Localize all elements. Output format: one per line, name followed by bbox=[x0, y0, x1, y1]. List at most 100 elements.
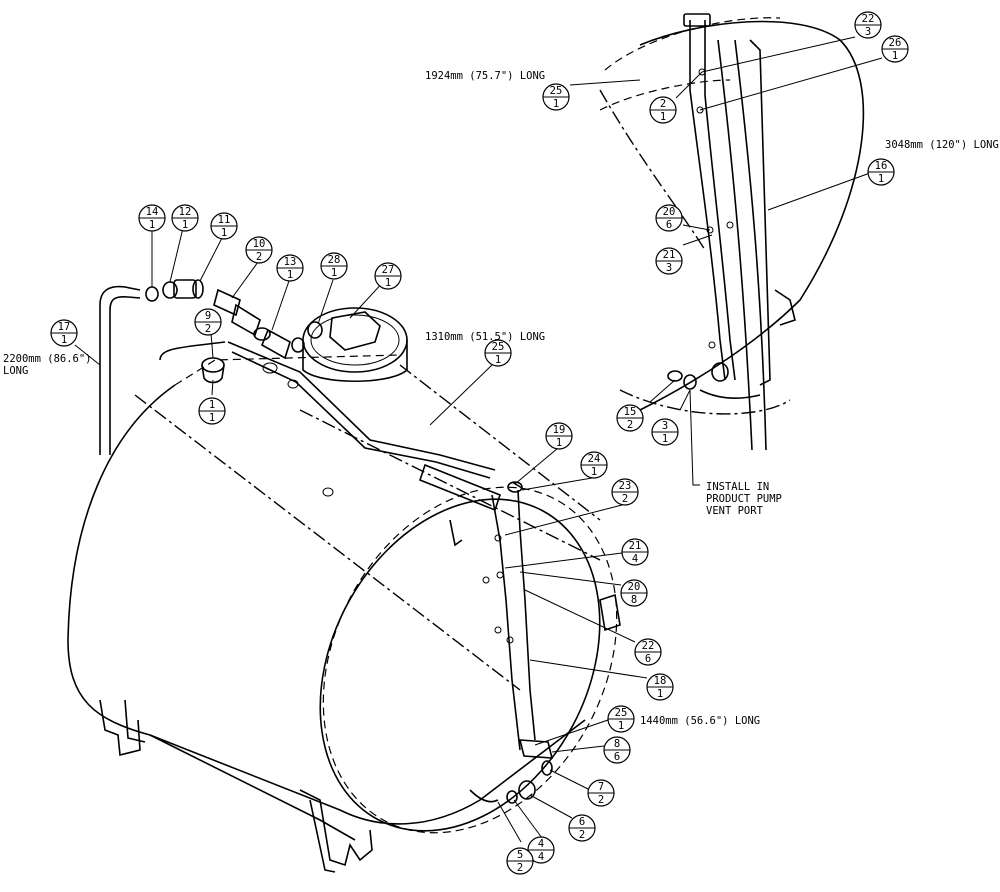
callout-20-main: 208 bbox=[620, 579, 648, 607]
svg-text:4: 4 bbox=[632, 553, 638, 565]
svg-text:7: 7 bbox=[598, 781, 604, 793]
svg-text:1: 1 bbox=[892, 50, 898, 62]
svg-text:19: 19 bbox=[553, 424, 566, 436]
svg-text:21: 21 bbox=[663, 249, 676, 261]
callout-4: 44 bbox=[527, 836, 555, 864]
callout-13: 131 bbox=[276, 254, 304, 282]
svg-text:22: 22 bbox=[862, 13, 875, 25]
svg-text:18: 18 bbox=[654, 675, 667, 687]
svg-text:17: 17 bbox=[58, 321, 71, 333]
callout-25-low: 251 bbox=[607, 705, 635, 733]
svg-text:5: 5 bbox=[517, 849, 523, 861]
svg-text:13: 13 bbox=[284, 256, 297, 268]
hose-18-bracket bbox=[419, 463, 554, 804]
svg-text:3: 3 bbox=[865, 26, 871, 38]
svg-text:6: 6 bbox=[614, 751, 620, 763]
svg-text:11: 11 bbox=[218, 214, 231, 226]
svg-text:2: 2 bbox=[517, 862, 523, 874]
callout-8: 86 bbox=[603, 736, 631, 764]
svg-text:14: 14 bbox=[146, 206, 159, 218]
callout-7: 72 bbox=[587, 779, 615, 807]
svg-text:2: 2 bbox=[622, 493, 628, 505]
install-note-line1: INSTALL IN bbox=[706, 481, 769, 493]
callout-25-mid: 251 bbox=[484, 339, 512, 367]
callout-6: 62 bbox=[568, 814, 596, 842]
svg-text:1: 1 bbox=[553, 98, 559, 110]
svg-text:24: 24 bbox=[588, 453, 601, 465]
svg-text:25: 25 bbox=[550, 85, 563, 97]
svg-text:23: 23 bbox=[619, 480, 632, 492]
svg-text:9: 9 bbox=[205, 310, 211, 322]
svg-text:22: 22 bbox=[642, 640, 655, 652]
svg-text:6: 6 bbox=[579, 816, 585, 828]
callout-leaders bbox=[74, 36, 883, 843]
dim-hose-16: 3048mm (120") LONG bbox=[885, 139, 999, 151]
dim-hose-17-line2: LONG bbox=[3, 365, 28, 377]
callout-17: 171 bbox=[50, 319, 78, 347]
svg-text:2: 2 bbox=[660, 98, 666, 110]
svg-text:1: 1 bbox=[556, 437, 562, 449]
main-tank bbox=[67, 307, 621, 873]
dim-hose-25-top: 1924mm (75.7") LONG bbox=[425, 70, 545, 82]
callout-15: 152 bbox=[616, 404, 644, 432]
svg-text:1: 1 bbox=[182, 219, 188, 231]
svg-text:2: 2 bbox=[579, 829, 585, 841]
svg-text:6: 6 bbox=[666, 219, 672, 231]
dim-hose-25-low: 1440mm (56.6") LONG bbox=[640, 715, 760, 727]
svg-text:4: 4 bbox=[538, 851, 544, 863]
svg-text:1: 1 bbox=[149, 219, 155, 231]
svg-text:1: 1 bbox=[660, 111, 666, 123]
svg-text:16: 16 bbox=[875, 160, 888, 172]
svg-text:2: 2 bbox=[256, 251, 262, 263]
detail-view bbox=[599, 13, 865, 486]
svg-text:1: 1 bbox=[209, 412, 215, 424]
svg-text:15: 15 bbox=[624, 406, 637, 418]
callout-22-main: 226 bbox=[634, 638, 662, 666]
svg-text:1: 1 bbox=[385, 277, 391, 289]
svg-text:3: 3 bbox=[666, 262, 672, 274]
dim-hose-17-line1: 2200mm (86.6") bbox=[3, 353, 92, 365]
callout-5: 52 bbox=[506, 847, 534, 875]
svg-text:1: 1 bbox=[618, 720, 624, 732]
svg-text:1: 1 bbox=[662, 433, 668, 445]
callout-26: 261 bbox=[881, 35, 909, 63]
svg-text:2: 2 bbox=[205, 323, 211, 335]
callout-20-detail: 206 bbox=[655, 204, 683, 232]
callout-9: 92 bbox=[194, 308, 222, 336]
svg-text:1: 1 bbox=[61, 334, 67, 346]
install-note-line3: VENT PORT bbox=[706, 505, 764, 517]
callout-24: 241 bbox=[580, 451, 608, 479]
callout-2: 21 bbox=[649, 96, 677, 124]
callout-21-main: 214 bbox=[621, 538, 649, 566]
top-fittings bbox=[145, 279, 323, 360]
svg-text:2: 2 bbox=[598, 794, 604, 806]
svg-text:28: 28 bbox=[328, 254, 341, 266]
callout-25-top: 251 bbox=[542, 83, 570, 111]
svg-text:12: 12 bbox=[179, 206, 192, 218]
callout-21-detail: 213 bbox=[655, 247, 683, 275]
svg-text:27: 27 bbox=[382, 264, 395, 276]
callout-14: 141 bbox=[138, 204, 166, 232]
svg-text:8: 8 bbox=[614, 738, 620, 750]
callout-19: 191 bbox=[545, 422, 573, 450]
callout-18: 181 bbox=[646, 673, 674, 701]
svg-text:20: 20 bbox=[628, 581, 641, 593]
hose-25-main bbox=[159, 341, 496, 479]
svg-text:3: 3 bbox=[662, 420, 668, 432]
svg-text:25: 25 bbox=[615, 707, 628, 719]
callout-bubbles: 141 121 111 102 131 281 271 92 bbox=[50, 11, 909, 875]
svg-text:1: 1 bbox=[591, 466, 597, 478]
callout-23: 232 bbox=[611, 478, 639, 506]
svg-text:1: 1 bbox=[209, 399, 215, 411]
callout-11: 111 bbox=[210, 212, 238, 240]
install-note-line2: PRODUCT PUMP bbox=[706, 493, 782, 505]
svg-text:1: 1 bbox=[221, 227, 227, 239]
svg-text:20: 20 bbox=[663, 206, 676, 218]
svg-text:1: 1 bbox=[657, 688, 663, 700]
callout-27: 271 bbox=[374, 262, 402, 290]
svg-text:25: 25 bbox=[492, 341, 505, 353]
dim-hose-25-mid: 1310mm (51.5") LONG bbox=[425, 331, 545, 343]
callout-10: 102 bbox=[245, 236, 273, 264]
